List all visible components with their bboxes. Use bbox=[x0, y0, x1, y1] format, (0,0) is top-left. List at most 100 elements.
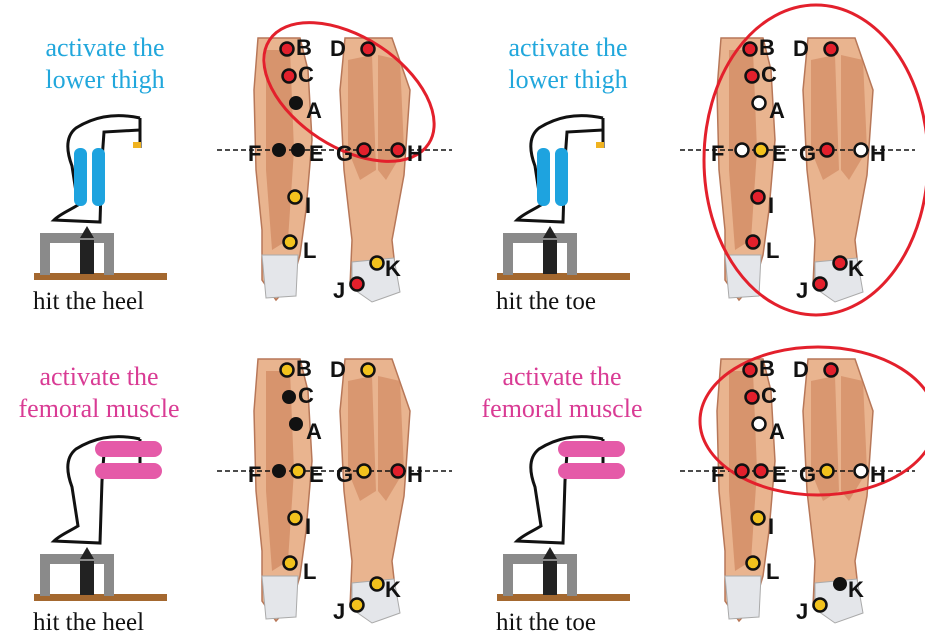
seated-leg-illustration bbox=[497, 437, 630, 601]
marker-label-A: A bbox=[306, 419, 322, 444]
marker-G-dot bbox=[821, 465, 834, 478]
marker-label-G: G bbox=[799, 462, 816, 487]
marker-B-dot bbox=[744, 43, 757, 56]
marker-G-dot bbox=[358, 465, 371, 478]
femoral-muscle-highlight bbox=[95, 441, 162, 457]
marker-label-L: L bbox=[303, 238, 316, 263]
marker-F-dot bbox=[272, 464, 286, 478]
marker-label-G: G bbox=[336, 141, 353, 166]
marker-label-I: I bbox=[768, 193, 774, 218]
marker-K-dot bbox=[834, 257, 847, 270]
marker-label-H: H bbox=[870, 141, 886, 166]
marker-label-F: F bbox=[248, 462, 261, 487]
marker-J-dot bbox=[351, 278, 364, 291]
marker-K-dot bbox=[833, 577, 847, 591]
floor-board bbox=[34, 594, 167, 601]
marker-A-dot bbox=[289, 96, 303, 110]
marker-label-H: H bbox=[870, 462, 886, 487]
hammer-arrow bbox=[80, 226, 94, 238]
marker-label-B: B bbox=[759, 35, 775, 60]
marker-G-dot bbox=[821, 144, 834, 157]
stool-leg-left bbox=[503, 233, 513, 275]
panel-bottom-left: activate thefemoral musclehit the heelBC… bbox=[0, 321, 462, 641]
marker-label-K: K bbox=[848, 577, 864, 602]
floor-board bbox=[34, 273, 167, 280]
marker-label-D: D bbox=[330, 357, 346, 382]
marker-K-dot bbox=[371, 257, 384, 270]
calf-muscle-highlight bbox=[74, 148, 87, 206]
marker-label-D: D bbox=[330, 36, 346, 61]
floor-board bbox=[497, 594, 630, 601]
marker-E-dot bbox=[755, 144, 768, 157]
marker-H-dot bbox=[392, 144, 405, 157]
stool-leg-right bbox=[567, 554, 577, 596]
marker-J: J bbox=[333, 278, 364, 304]
marker-label-I: I bbox=[768, 514, 774, 539]
femoral-muscle-highlight bbox=[558, 463, 625, 479]
marker-label-C: C bbox=[761, 383, 777, 408]
stool-leg-right bbox=[104, 554, 114, 596]
marker-D-dot bbox=[362, 364, 375, 377]
marker-label-A: A bbox=[769, 419, 785, 444]
marker-H-dot bbox=[855, 465, 868, 478]
marker-label-A: A bbox=[306, 98, 322, 123]
marker-label-B: B bbox=[296, 356, 312, 381]
marker-B-dot bbox=[281, 43, 294, 56]
panel-bottom-right: activate thefemoral musclehit the toeBCA… bbox=[463, 321, 925, 641]
hammer-body bbox=[80, 240, 94, 274]
marker-label-A: A bbox=[769, 98, 785, 123]
marker-label-B: B bbox=[759, 356, 775, 381]
marker-J-dot bbox=[351, 599, 364, 612]
marker-label-E: E bbox=[772, 462, 787, 487]
marker-I-dot bbox=[752, 512, 765, 525]
marker-L-dot bbox=[284, 557, 297, 570]
marker-E-dot bbox=[292, 465, 305, 478]
stool-leg-right bbox=[104, 233, 114, 275]
marker-label-L: L bbox=[766, 559, 779, 584]
front-foot bbox=[262, 576, 298, 619]
marker-label-C: C bbox=[298, 383, 314, 408]
marker-label-E: E bbox=[309, 141, 324, 166]
marker-A-dot bbox=[753, 418, 766, 431]
calf-muscle-highlight bbox=[555, 148, 568, 206]
marker-label-D: D bbox=[793, 36, 809, 61]
marker-label-H: H bbox=[407, 462, 423, 487]
marker-C-dot bbox=[282, 390, 296, 404]
front-foot bbox=[725, 576, 761, 619]
stool-top bbox=[503, 233, 576, 243]
calf-muscle-highlight bbox=[92, 148, 105, 206]
hammer-body bbox=[543, 240, 557, 274]
marker-label-K: K bbox=[848, 256, 864, 281]
panel-graphic: BCADFEGHILKJ bbox=[463, 0, 925, 320]
marker-J-dot bbox=[814, 599, 827, 612]
hammer-arrow bbox=[543, 547, 557, 559]
hammer-arrow bbox=[80, 547, 94, 559]
marker-label-D: D bbox=[793, 357, 809, 382]
marker-I-dot bbox=[289, 191, 302, 204]
marker-label-J: J bbox=[796, 278, 808, 303]
sensor-knee bbox=[596, 142, 604, 148]
marker-label-H: H bbox=[407, 141, 423, 166]
marker-D-dot bbox=[825, 43, 838, 56]
stool-leg-right bbox=[567, 233, 577, 275]
marker-J: J bbox=[796, 599, 827, 625]
marker-L-dot bbox=[747, 236, 760, 249]
marker-L-dot bbox=[284, 236, 297, 249]
stool-leg-left bbox=[503, 554, 513, 596]
marker-F-dot bbox=[736, 144, 749, 157]
marker-F-dot bbox=[736, 465, 749, 478]
seated-leg-illustration bbox=[34, 116, 167, 280]
marker-label-C: C bbox=[298, 62, 314, 87]
marker-I-dot bbox=[752, 191, 765, 204]
marker-G-dot bbox=[358, 144, 371, 157]
panel-graphic: BCADFEGHILKJ bbox=[0, 321, 462, 641]
marker-B-dot bbox=[744, 364, 757, 377]
marker-E-dot bbox=[755, 465, 768, 478]
marker-label-G: G bbox=[336, 462, 353, 487]
marker-label-B: B bbox=[296, 35, 312, 60]
stool-leg-left bbox=[40, 554, 50, 596]
marker-F-dot bbox=[272, 143, 286, 157]
